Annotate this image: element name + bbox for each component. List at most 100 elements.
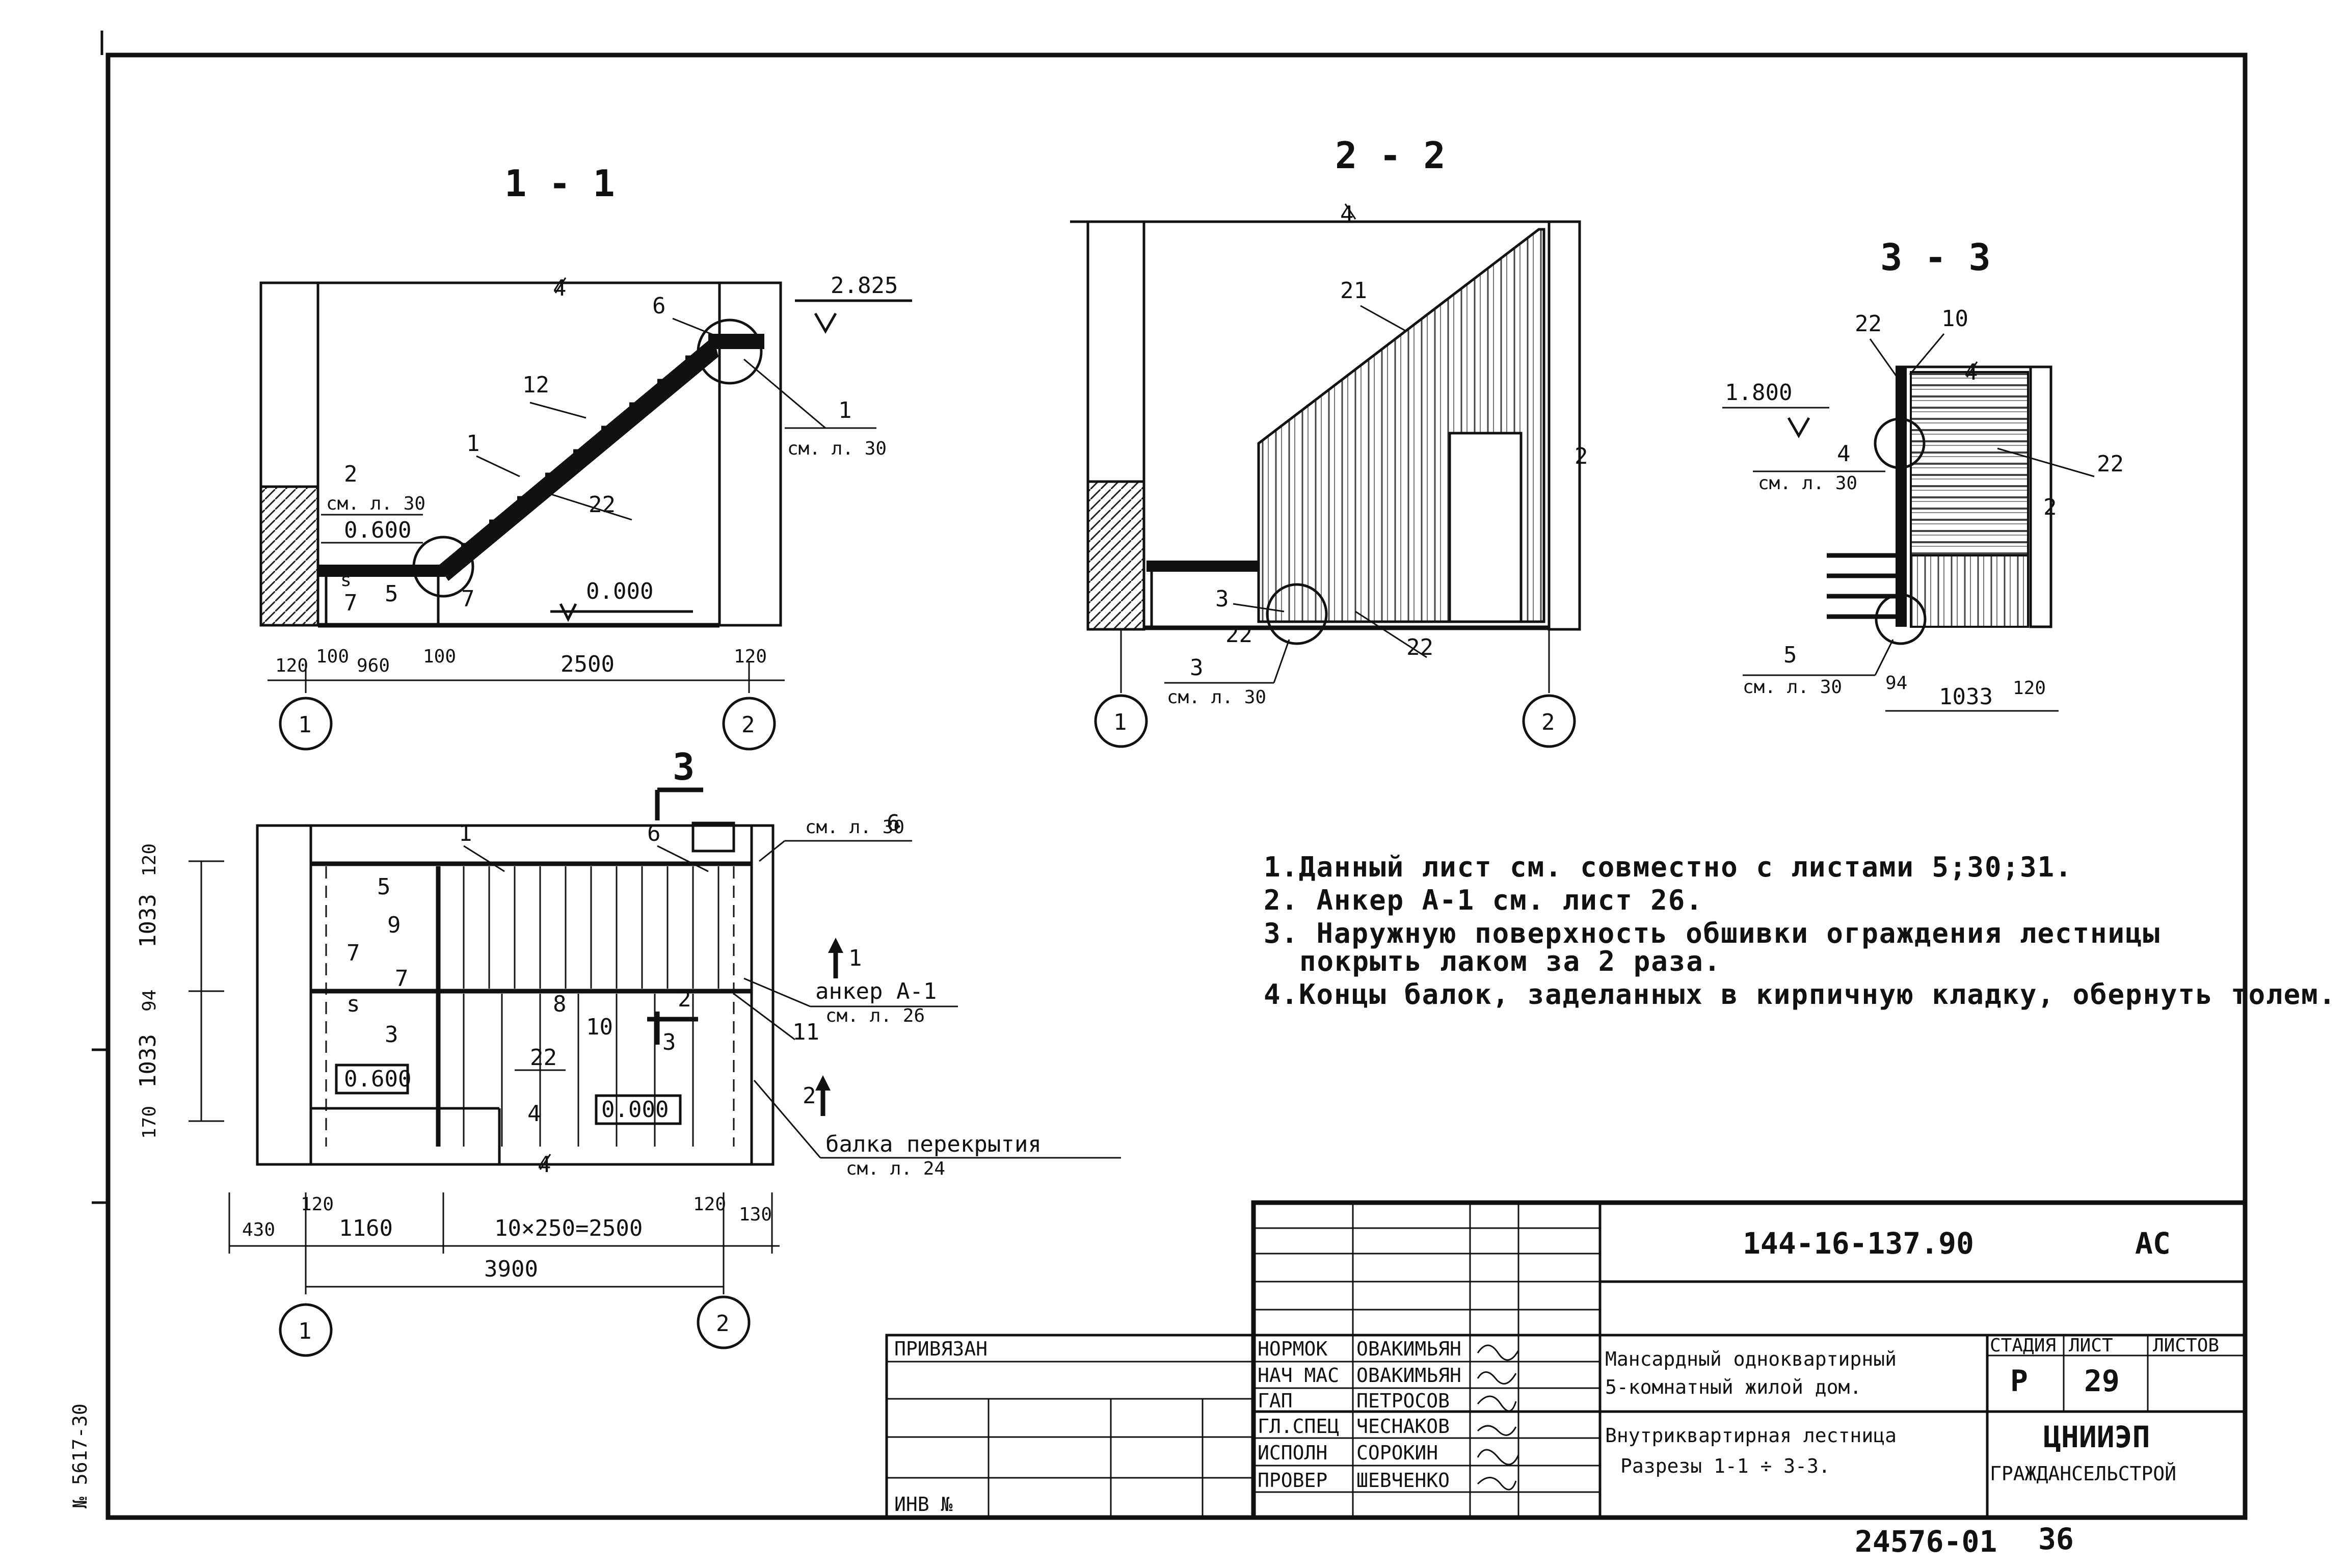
leader-3-ref <box>1273 639 1290 683</box>
dim-100a: 100 <box>316 646 349 667</box>
plan-hdim-120a: 120 <box>301 1194 334 1215</box>
section-3-3-title: 3 - 3 <box>1880 236 1991 279</box>
label-0000: 0.000 <box>586 578 653 604</box>
tb-name-5: СОРОКИН <box>1356 1442 1438 1464</box>
plan-beam-label: балка перекрытия <box>825 1131 1042 1157</box>
plan-hdim-1160: 1160 <box>339 1215 393 1241</box>
dim-100b: 100 <box>423 646 456 667</box>
label-10-33: 10 <box>1941 306 1968 332</box>
leader-10-33 <box>1909 333 1945 375</box>
label-2825: 2.825 <box>831 273 898 299</box>
footer-page: 36 <box>2038 1522 2074 1556</box>
plan-post-6 <box>691 821 735 853</box>
lower-panel-33 <box>1910 554 2029 628</box>
tb-stage: Р <box>2010 1364 2028 1398</box>
plan-cut-2: 2 <box>803 1083 816 1109</box>
elev-1800-mark <box>1787 417 1810 439</box>
tb-name-6: ШЕВЧЕНКО <box>1356 1469 1450 1492</box>
tb-inv: ИНВ № <box>894 1493 953 1516</box>
plan-label-5: 5 <box>377 874 391 900</box>
label-2-22: 2 <box>1575 443 1588 469</box>
landing-slab <box>318 565 445 577</box>
mark-4-33-slash <box>1966 361 1978 378</box>
note-3: 3. Наружную поверхность обшивки огражден… <box>1264 917 2161 949</box>
ref-1b: см. л. 30 <box>787 438 887 459</box>
plan-leader-6 <box>759 840 785 862</box>
plan-vdim-94: 94 <box>139 990 160 1012</box>
ref-4-33: см. л. 30 <box>1758 473 1857 494</box>
dim-120b: 120 <box>734 646 767 667</box>
leader-5-33 <box>1874 639 1894 676</box>
mark-4-slash-22 <box>1344 203 1356 220</box>
elev-2825-mark <box>814 312 837 334</box>
door-opening <box>1448 432 1523 623</box>
leader-1a <box>476 455 520 477</box>
ref-5-33: см. л. 30 <box>1743 677 1842 698</box>
label-6: 6 <box>652 293 666 319</box>
plan-leader-6b <box>657 845 709 872</box>
label-2: 2 <box>344 461 358 487</box>
plan-anchor-label: анкер А-1 <box>815 978 937 1004</box>
dim-94-33: 94 <box>1885 673 1907 694</box>
axis-22-2-label: 2 <box>1541 709 1555 735</box>
label-0600: 0.600 <box>344 517 411 543</box>
tb-role-5: ИСПОЛН <box>1258 1442 1327 1464</box>
axis-2-bubble <box>722 697 776 751</box>
tb-privyazan-box <box>885 1334 1255 1519</box>
plan-label-6: 6 <box>887 810 900 836</box>
plan-overall-3900: 3900 <box>484 1256 538 1282</box>
plan-cut-3-top: 3 <box>673 746 695 788</box>
section-2-2-title: 2 - 2 <box>1335 134 1446 177</box>
plan-label-6b: 6 <box>647 820 661 846</box>
cut-1-arrowhead <box>828 938 843 953</box>
label-4-33b: 4 <box>1837 441 1851 467</box>
plan-label-0000: 0.000 <box>601 1097 669 1123</box>
plan-axis-2-label: 2 <box>716 1311 730 1337</box>
upper-panel-33 <box>1910 371 2029 556</box>
leader-21 <box>1360 305 1407 332</box>
label-7b: 7 <box>461 586 475 612</box>
ref-3-22: см. л. 30 <box>1167 687 1266 708</box>
tb-mark: АС <box>2135 1226 2171 1261</box>
leader-22b <box>1355 610 1427 658</box>
label-22a: 22 <box>1225 622 1252 648</box>
plan-left-wall <box>256 824 312 1166</box>
leader-22-33a <box>1869 338 1902 383</box>
tb-sheet-h: ЛИСТ <box>2069 1335 2113 1356</box>
plan-hdim-120b: 120 <box>693 1194 726 1215</box>
section-3-3: 3 - 3 22 10 4 1.800 4 см. л. 30 22 2 5 с… <box>1722 236 2124 712</box>
plan-label-7b: 7 <box>395 966 409 992</box>
plan-treads-upper <box>463 866 719 989</box>
tb-sheets-h: ЛИСТОВ <box>2153 1335 2219 1356</box>
label-4-33a: 4 <box>1964 359 1978 385</box>
label-22-33a: 22 <box>1855 311 1882 337</box>
tb-role-4: ГЛ.СПЕЦ <box>1258 1415 1339 1438</box>
plan-leader-11 <box>733 993 795 1041</box>
left-wall-hatch <box>259 485 319 627</box>
callout-circle-1 <box>697 318 763 385</box>
note-4: 4.Концы балок, заделанных в кирпичную кл… <box>1264 978 2336 1011</box>
plan-label-3: 3 <box>385 1022 398 1048</box>
plan-label-0600: 0.600 <box>344 1066 411 1092</box>
plan-label-4b: 4 <box>538 1152 551 1178</box>
leader-12 <box>529 402 586 419</box>
callout-circle-22 <box>1266 583 1328 645</box>
tb-sheet: 29 <box>2084 1364 2120 1398</box>
plan-ref-6: см. л. 30 <box>805 817 904 838</box>
section-1-1: 1 - 1 2.825 0.000 <box>259 162 912 751</box>
section-2-2: 2 - 2 4 21 2 3 22 3 см. л. 30 22 1 2 <box>1070 134 1588 748</box>
leader-1b <box>743 358 826 429</box>
plan-label-22: 22 <box>530 1045 557 1071</box>
plan-vdim-120: 120 <box>139 843 160 876</box>
plan-label-9: 9 <box>387 912 401 938</box>
plan-label-11: 11 <box>792 1019 819 1045</box>
plan-label-4a: 4 <box>527 1101 541 1127</box>
tb-role-2: НАЧ МАС <box>1258 1364 1339 1387</box>
plan-leader-1 <box>463 845 505 872</box>
label-1800: 1.800 <box>1725 380 1792 406</box>
leader-22 <box>535 488 632 521</box>
axis-22-2-bubble <box>1522 694 1576 748</box>
label-2-33: 2 <box>2043 494 2057 520</box>
